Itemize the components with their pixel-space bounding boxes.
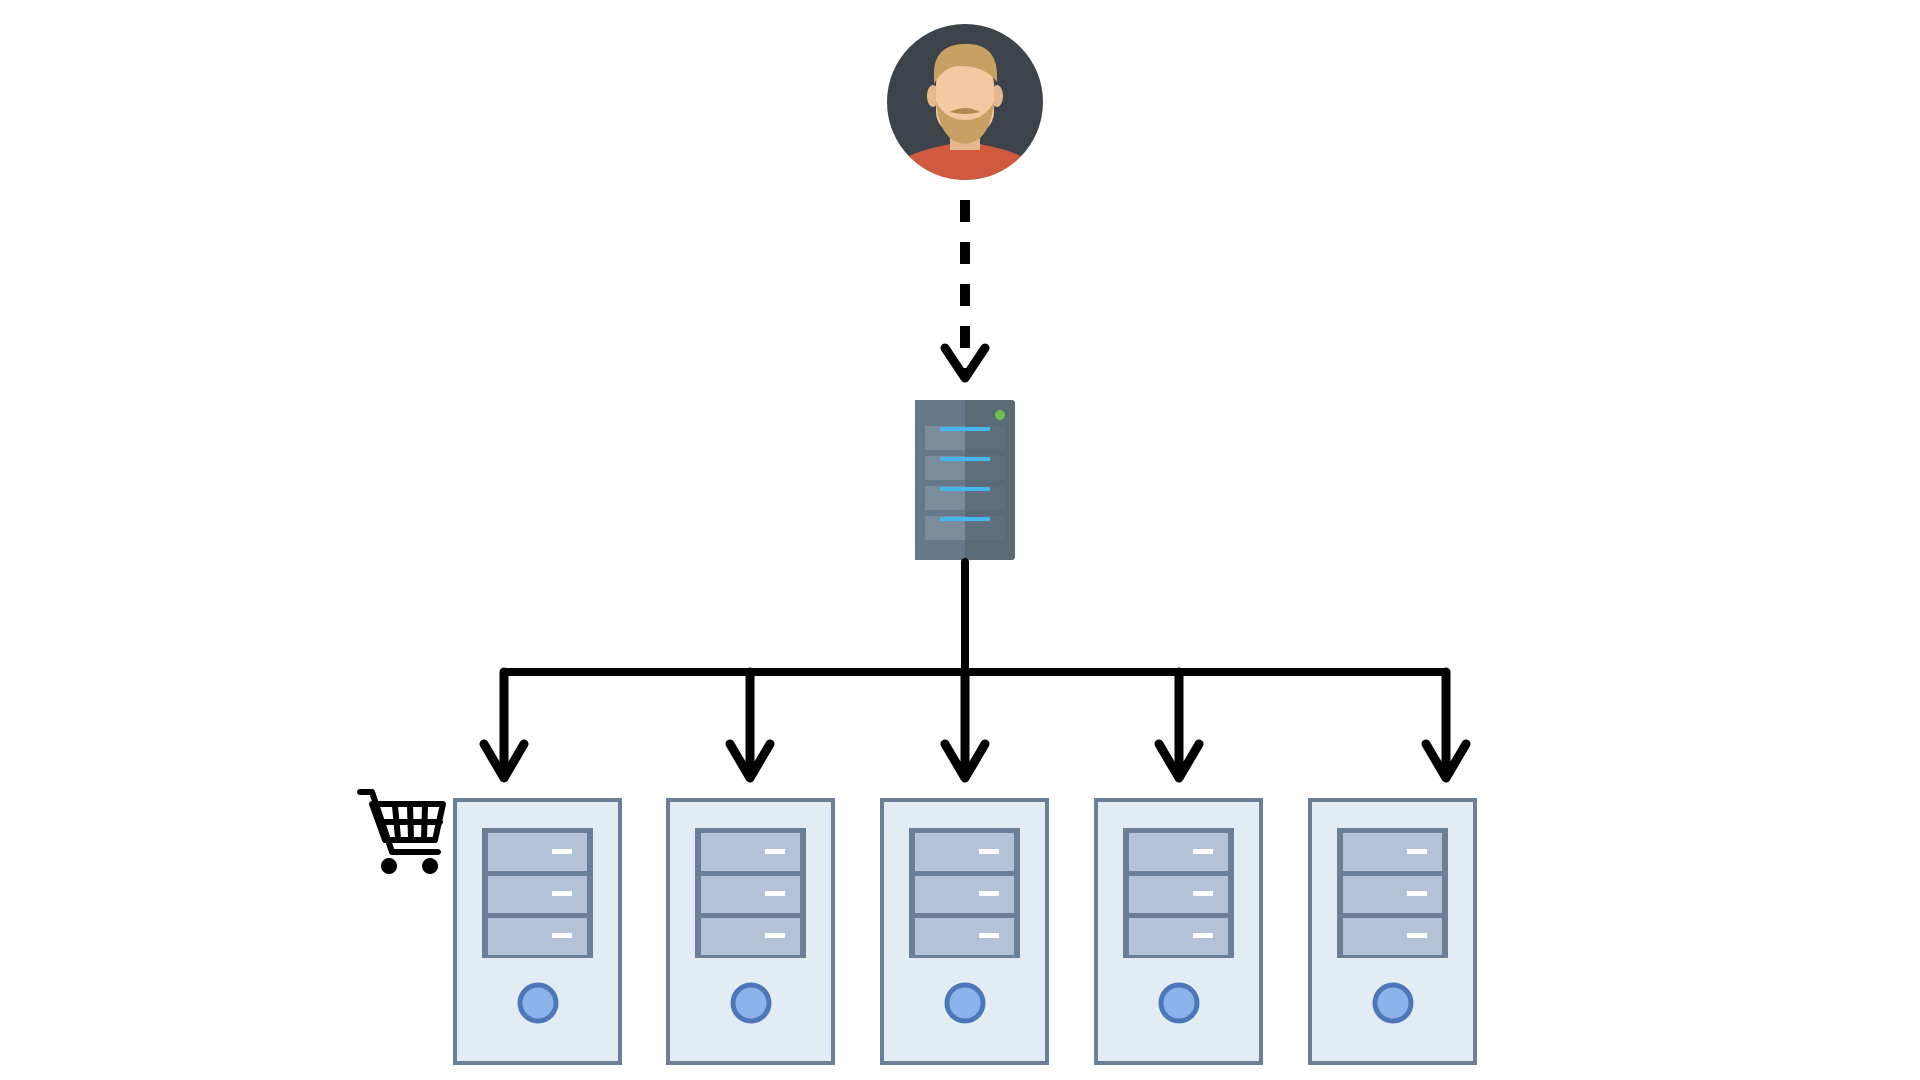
fan-out-connector bbox=[500, 558, 1450, 676]
user-avatar-icon bbox=[887, 24, 1043, 180]
load-balancer-rack-server-icon bbox=[915, 400, 1015, 560]
backend-arrow-2 bbox=[725, 667, 775, 783]
backend-server-5 bbox=[1308, 798, 1477, 1065]
backend-server-1 bbox=[453, 798, 622, 1065]
backend-arrow-1 bbox=[479, 667, 529, 783]
dashed-request-arrow bbox=[940, 200, 990, 383]
backend-server-3 bbox=[880, 798, 1049, 1065]
backend-server-4 bbox=[1094, 798, 1263, 1065]
backend-arrow-5 bbox=[1421, 667, 1471, 783]
backend-arrow-3 bbox=[940, 667, 990, 783]
backend-server-2 bbox=[666, 798, 835, 1065]
shopping-cart-icon bbox=[357, 789, 446, 874]
backend-arrows bbox=[479, 667, 1471, 783]
backend-arrow-4 bbox=[1154, 667, 1204, 783]
